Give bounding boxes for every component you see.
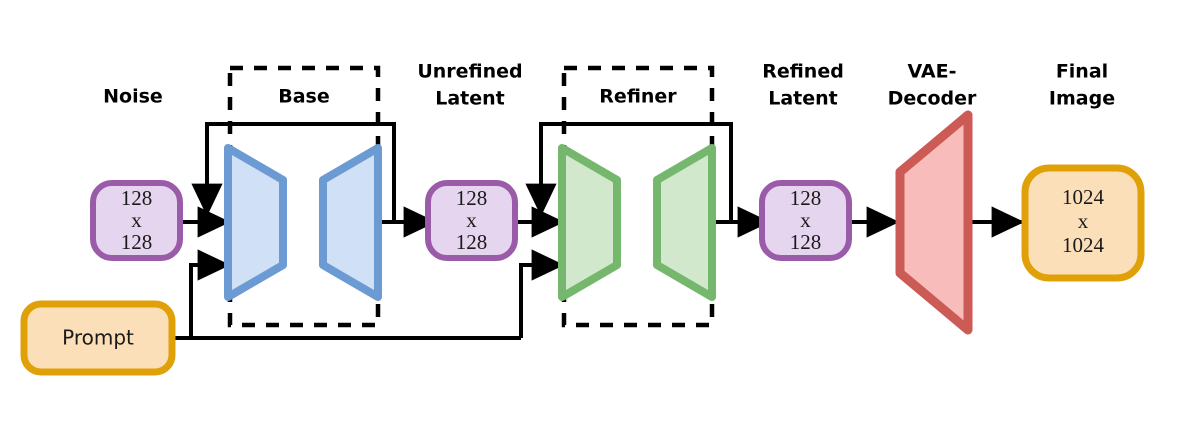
unrefined-latent-line2: x [466,208,477,232]
label-final-image-line2: Image [1049,88,1115,110]
refined-latent-line2: x [800,208,811,232]
refined-latent-line3: 128 [790,230,822,254]
unrefined-latent-line1: 128 [456,186,488,210]
label-noise: Noise [103,86,163,108]
wire-prompt-to-base [189,249,231,338]
label-unrefined-latent-line1: Unrefined [417,61,522,83]
noise-box: 128 x 128 [90,180,183,261]
label-unrefined-latent-line2: Latent [435,88,505,110]
unrefined-latent-box: 128 x 128 [425,180,518,261]
label-vae-decoder-line2: Decoder [888,88,977,110]
final-image-box: 1024 x 1024 [1021,164,1145,282]
wire-prompt-to-refiner [519,249,565,338]
refined-latent-line1: 128 [790,186,822,210]
noise-box-line3: 128 [121,230,153,254]
label-refined-latent-line1: Refined [762,61,844,83]
noise-box-line1: 128 [121,186,153,210]
label-final-image-line1: Final [1056,61,1108,83]
vae-decoder-shape [895,110,973,335]
label-base: Base [278,86,330,108]
noise-box-line2: x [131,208,142,232]
unrefined-latent-line3: 128 [456,230,488,254]
refiner-unet-shape [558,144,716,301]
refined-latent-box: 128 x 128 [759,180,852,261]
prompt-box: Prompt [20,300,176,376]
final-image-line1: 1024 [1062,185,1105,209]
final-image-line3: 1024 [1062,233,1105,257]
wire-base-feedback-loop [191,122,396,222]
label-refiner: Refiner [599,86,677,108]
wire-refiner-feedback-loop [525,122,733,222]
final-image-line2: x [1078,209,1089,233]
label-vae-decoder-line1: VAE- [908,61,957,83]
prompt-box-label: Prompt [62,326,134,350]
label-refined-latent-line2: Latent [768,88,838,110]
base-unet-shape [224,144,382,301]
